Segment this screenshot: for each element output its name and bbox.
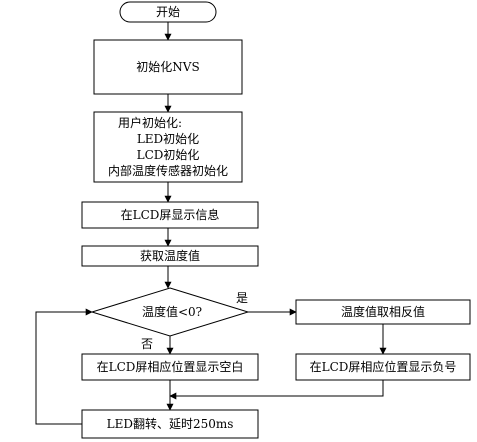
- lcd-show-info-box: [81, 201, 259, 229]
- user-init-line-4: 内部温度传感器初始化: [108, 163, 228, 178]
- decision-label: 温度值<0?: [142, 304, 202, 319]
- lcd-show-info-label: 在LCD屏显示信息: [121, 207, 220, 222]
- user-init-line-1: 用户初始化:: [118, 115, 182, 130]
- show-blank-box: [81, 353, 259, 381]
- user-init-line-3: LCD初始化: [137, 148, 200, 162]
- init-nvs-label: 初始化NVS: [136, 60, 199, 74]
- show-minus-box: [295, 353, 471, 381]
- get-temp-box: [81, 245, 259, 267]
- user-init-line-2: LED初始化: [137, 132, 199, 146]
- yes-label: 是: [236, 291, 248, 305]
- show-blank-label: 在LCD屏相应位置显示空白: [97, 359, 244, 374]
- init-nvs-box: [93, 39, 243, 95]
- arrow-minus-merge: [169, 380, 384, 400]
- start-label: 开始: [156, 5, 180, 19]
- get-temp-label: 获取温度值: [140, 248, 200, 263]
- take-opposite-box: [295, 299, 471, 325]
- no-label: 否: [141, 337, 153, 351]
- arrow-loop-back: [35, 308, 93, 425]
- take-opposite-label: 温度值取相反值: [341, 304, 425, 319]
- led-toggle-label: LED翻转、延时250ms: [107, 416, 234, 431]
- show-minus-label: 在LCD屏相应位置显示负号: [310, 359, 457, 374]
